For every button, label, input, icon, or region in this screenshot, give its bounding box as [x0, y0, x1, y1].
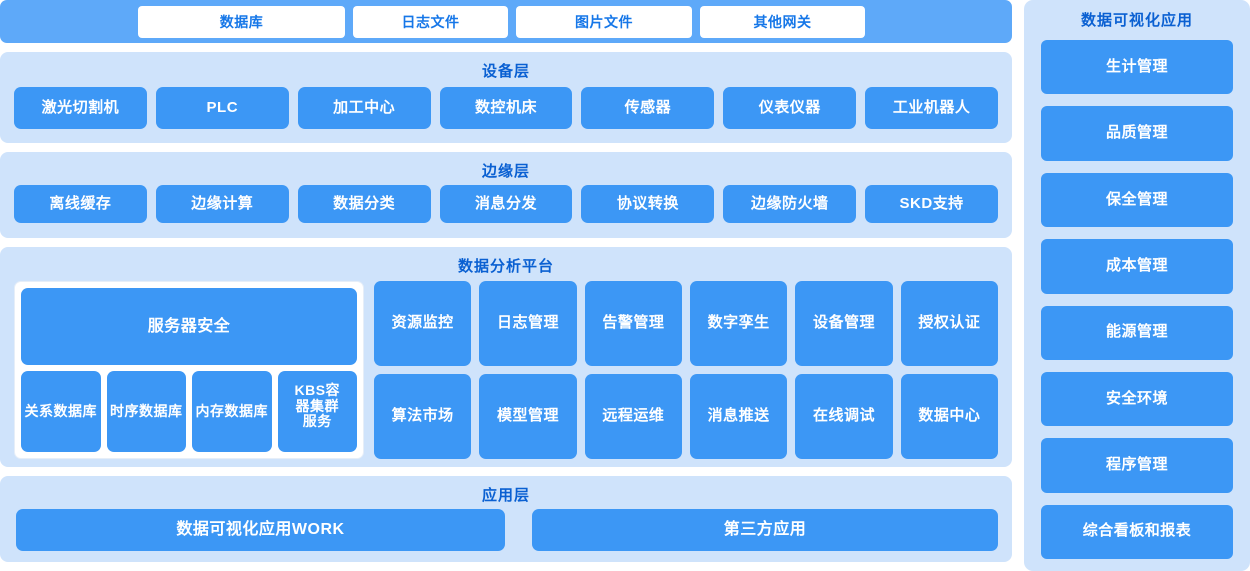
- edge-item-skd-support[interactable]: SKD支持: [865, 185, 999, 223]
- database-row: 关系 数据库 时序 数据库 内存 数据库: [21, 371, 357, 452]
- func-device-management-line1: 设备: [812, 314, 844, 332]
- func-authorization-line2: 认证: [949, 314, 981, 332]
- db-item-kbs-line1: KBS容: [294, 382, 341, 399]
- func-log-management-line1: 日志: [496, 314, 528, 332]
- func-log-management-line2: 管理: [527, 314, 559, 332]
- gateway-item-image-file[interactable]: 图片文件: [516, 5, 692, 38]
- func-alarm-management-line2: 管理: [633, 314, 665, 332]
- edge-layer-items: 离线缓存 边缘计算 数据分类 消息分发 协议转换 边缘防火墙 SKD支持: [0, 181, 1012, 223]
- db-item-relational-line1: 关系: [24, 402, 54, 419]
- gateway-item-log-file[interactable]: 日志文件: [353, 5, 508, 38]
- func-item-algorithm-market[interactable]: 算法 市场: [374, 374, 472, 459]
- func-online-debug-line2: 调试: [843, 407, 875, 425]
- app-item-data-visualization-work[interactable]: 数据可视化应用WORK: [16, 509, 505, 551]
- visualization-sidebar-panel: 数据可视化应用 生计管理 品质管理 保全管理 成本管理 能源管理 安全环境 程序…: [1024, 0, 1250, 571]
- device-item-laser-cutter[interactable]: 激光切割机: [14, 87, 147, 129]
- application-layer-panel: 应用层 数据可视化应用WORK 第三方应用: [0, 476, 1012, 562]
- func-item-online-debug[interactable]: 在线 调试: [795, 374, 893, 459]
- sidebar-item-production-management[interactable]: 生计管理: [1041, 40, 1233, 95]
- device-layer-items: 激光切割机 PLC 加工中心 数控机床 传感器 仪表仪器 工业机器人: [0, 81, 1012, 129]
- gateway-item-other-gateway[interactable]: 其他网关: [700, 5, 865, 38]
- func-data-center-line2: 中心: [949, 407, 981, 425]
- device-layer-panel: 设备层 激光切割机 PLC 加工中心 数控机床 传感器 仪表仪器 工业机器人: [0, 52, 1012, 143]
- edge-item-edge-firewall[interactable]: 边缘防火墙: [723, 185, 857, 223]
- edge-item-offline-cache[interactable]: 离线缓存: [14, 185, 147, 223]
- main-stack: 数据库 日志文件 图片文件 其他网关 设备层 激光切割机 PLC 加工中心 数控…: [0, 0, 1012, 562]
- db-item-inmemory[interactable]: 内存 数据库: [192, 371, 272, 452]
- server-infrastructure-group: 服务器安全 关系 数据库 时序 数据库 内存 数据库: [14, 281, 364, 459]
- func-digital-twin-line1: 数字: [707, 314, 739, 332]
- func-digital-twin-line2: 孪生: [738, 314, 770, 332]
- func-item-authorization-auth[interactable]: 授权 认证: [900, 281, 998, 366]
- db-item-timeseries[interactable]: 时序 数据库: [106, 371, 186, 452]
- func-message-push-line1: 消息: [707, 407, 739, 425]
- func-item-resource-monitoring[interactable]: 资源 监控: [374, 281, 472, 366]
- db-item-relational[interactable]: 关系 数据库: [21, 371, 101, 452]
- sidebar-item-energy-management[interactable]: 能源管理: [1041, 305, 1233, 360]
- sidebar-item-program-management[interactable]: 程序管理: [1041, 438, 1233, 493]
- sidebar-item-quality-management[interactable]: 品质管理: [1041, 106, 1233, 161]
- func-remote-ops-line2: 运维: [633, 407, 665, 425]
- platform-function-grid: 资源 监控 日志 管理 告警 管理 数字 孪生: [374, 281, 998, 459]
- sidebar-item-maintenance-management[interactable]: 保全管理: [1041, 172, 1233, 228]
- func-item-alarm-management[interactable]: 告警 管理: [584, 281, 682, 366]
- db-item-kbs-line3: 服务: [302, 413, 332, 430]
- analysis-platform-panel: 数据分析平台 服务器安全 关系 数据库 时序 数据库: [0, 247, 1012, 467]
- func-authorization-line1: 授权: [918, 314, 950, 332]
- db-item-kbs-line2: 器集群: [295, 397, 339, 414]
- func-online-debug-line1: 在线: [812, 407, 844, 425]
- edge-item-edge-computing[interactable]: 边缘计算: [155, 185, 289, 223]
- func-item-data-center[interactable]: 数据 中心: [900, 374, 998, 459]
- edge-layer-panel: 边缘层 离线缓存 边缘计算 数据分类 消息分发 协议转换 边缘防火墙 SKD支持: [0, 152, 1012, 238]
- db-item-relational-line2: 数据库: [53, 402, 97, 419]
- device-layer-title: 设备层: [481, 63, 530, 80]
- func-message-push-line2: 推送: [738, 407, 770, 425]
- func-item-digital-twin[interactable]: 数字 孪生: [690, 281, 788, 366]
- func-remote-ops-line1: 远程: [602, 407, 634, 425]
- application-layer-title: 应用层: [481, 487, 530, 504]
- server-security-box[interactable]: 服务器安全: [21, 288, 357, 366]
- func-model-management-line2: 管理: [527, 407, 559, 425]
- device-item-industrial-robot[interactable]: 工业机器人: [865, 87, 999, 129]
- db-item-inmemory-line1: 内存: [195, 402, 225, 419]
- gateway-bar: 数据库 日志文件 图片文件 其他网关: [0, 0, 1012, 43]
- edge-item-data-classification[interactable]: 数据分类: [297, 185, 431, 223]
- analysis-platform-body: 服务器安全 关系 数据库 时序 数据库 内存 数据库: [0, 276, 1012, 462]
- sidebar-item-cost-management[interactable]: 成本管理: [1041, 239, 1233, 294]
- func-model-management-line1: 模型: [496, 407, 528, 425]
- func-item-model-management[interactable]: 模型 管理: [479, 374, 577, 459]
- func-data-center-line1: 数据: [918, 407, 950, 425]
- visualization-sidebar-list: 生计管理 品质管理 保全管理 成本管理 能源管理 安全环境 程序管理 综合看板和…: [1041, 40, 1233, 559]
- app-item-third-party[interactable]: 第三方应用: [532, 509, 998, 551]
- device-item-sensor[interactable]: 传感器: [581, 87, 715, 129]
- db-item-timeseries-line2: 数据库: [139, 402, 183, 419]
- edge-item-message-distribution[interactable]: 消息分发: [439, 185, 573, 223]
- func-resource-monitoring-line1: 资源: [391, 314, 423, 332]
- device-item-machining-center[interactable]: 加工中心: [297, 87, 431, 129]
- application-layer-items: 数据可视化应用WORK 第三方应用: [0, 505, 1012, 551]
- func-item-device-management[interactable]: 设备 管理: [795, 281, 893, 366]
- db-item-inmemory-line2: 数据库: [224, 402, 268, 419]
- edge-layer-title: 边缘层: [481, 163, 530, 180]
- device-item-instrument[interactable]: 仪表仪器: [723, 87, 857, 129]
- func-algorithm-market-line2: 市场: [422, 407, 454, 425]
- edge-item-protocol-conversion[interactable]: 协议转换: [581, 185, 715, 223]
- db-item-timeseries-line1: 时序: [110, 402, 139, 419]
- visualization-sidebar-title: 数据可视化应用: [1080, 12, 1193, 29]
- func-item-log-management[interactable]: 日志 管理: [479, 281, 577, 366]
- device-item-cnc-machine[interactable]: 数控机床: [439, 87, 573, 129]
- device-item-plc[interactable]: PLC: [155, 87, 289, 129]
- func-alarm-management-line1: 告警: [602, 314, 634, 332]
- sidebar-item-safety-environment[interactable]: 安全环境: [1041, 371, 1233, 427]
- sidebar-item-dashboard-reports[interactable]: 综合看板和报表: [1041, 504, 1233, 559]
- func-item-message-push[interactable]: 消息 推送: [690, 374, 788, 459]
- db-item-kbs-container-cluster[interactable]: KBS容 器集群 服务: [277, 371, 357, 452]
- func-algorithm-market-line1: 算法: [391, 407, 423, 425]
- func-resource-monitoring-line2: 监控: [422, 314, 454, 332]
- func-device-management-line2: 管理: [843, 314, 875, 332]
- func-item-remote-ops[interactable]: 远程 运维: [584, 374, 682, 459]
- gateway-item-database[interactable]: 数据库: [138, 5, 345, 38]
- analysis-platform-title: 数据分析平台: [457, 258, 554, 275]
